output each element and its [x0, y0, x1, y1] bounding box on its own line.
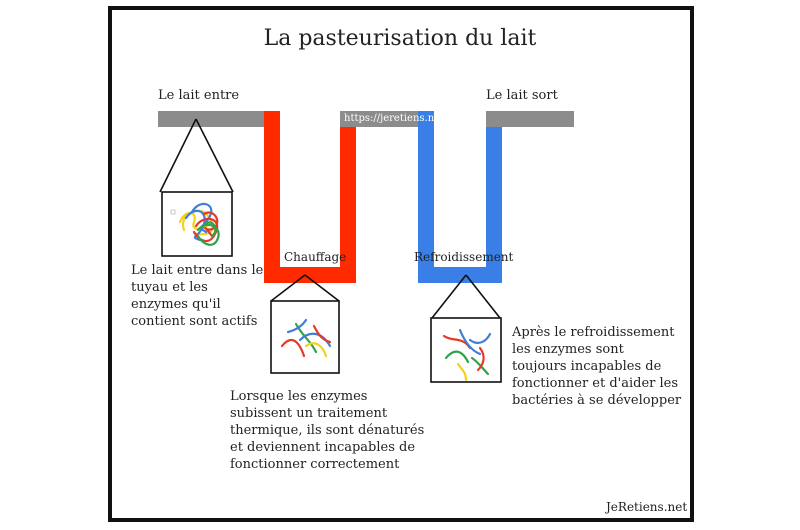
caption-cooled: Après le refroidissement les enzymes son…: [512, 324, 681, 409]
diagram-title: La pasteurisation du lait: [263, 26, 537, 51]
caption-line: toujours incapables de: [512, 359, 662, 374]
outlet-pipe: [486, 111, 574, 127]
caption-line: tuyau et les: [131, 280, 208, 295]
caption-line: et deviennent incapables de: [230, 440, 416, 455]
caption-line: Après le refroidissement: [512, 325, 675, 340]
caption-line: thermique, ils sont dénaturés: [230, 423, 425, 438]
heating-u-pipe: [264, 111, 356, 283]
outlet-label: Le lait sort: [486, 88, 558, 103]
active-enzymes-icon: [170, 202, 220, 246]
caption-line: Le lait entre dans le: [131, 263, 264, 278]
inlet-pipe: [158, 111, 264, 127]
cooling-u-pipe: [418, 111, 502, 283]
caption-line: Lorsque les enzymes: [230, 389, 368, 404]
watermark-url: https://jeretiens.net: [344, 113, 445, 124]
inlet-label: Le lait entre: [158, 88, 240, 103]
caption-line: fonctionner et d'aider les: [512, 376, 679, 391]
caption-line: contient sont actifs: [131, 314, 258, 329]
caption-line: enzymes qu'il: [131, 297, 221, 312]
cooling-label: Refroidissement: [414, 250, 514, 264]
caption-line: bactéries à se développer: [512, 393, 682, 408]
caption-heated: Lorsque les enzymes subissent un traitem…: [230, 388, 424, 473]
heating-label: Chauffage: [284, 250, 347, 264]
denatured-enzymes-heating-icon: [280, 318, 332, 358]
caption-line: les enzymes sont: [512, 342, 624, 357]
middle-pipe: [340, 111, 418, 127]
caption-line: fonctionner correctement: [230, 457, 400, 472]
diagram-frame: [108, 6, 694, 522]
site-credit: JeRetiens.net: [606, 500, 688, 514]
denatured-enzymes-cooling-icon: [442, 328, 492, 382]
zoom-callout-heating: [270, 274, 340, 374]
caption-before: Le lait entre dans le tuyau et les enzym…: [131, 262, 263, 330]
zoom-callout-cooling: [430, 274, 502, 383]
caption-line: subissent un traitement: [230, 406, 388, 421]
